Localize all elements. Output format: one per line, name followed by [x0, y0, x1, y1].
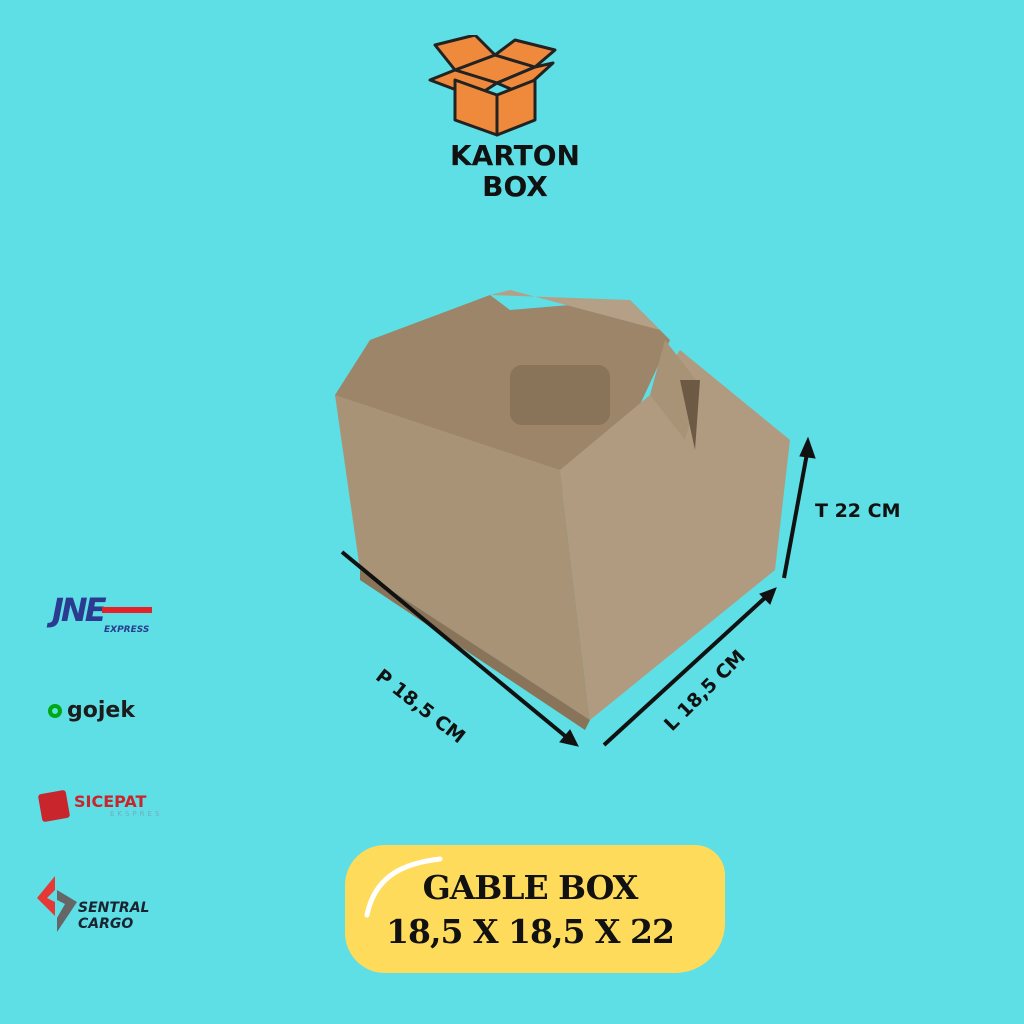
product-title: GABLE BOX — [422, 868, 639, 907]
gojek-name: gojek — [67, 698, 135, 723]
sicepat-name: SICEPAT — [74, 792, 147, 811]
gable-box-image — [335, 290, 790, 730]
sentral-cargo-logo: SENTRAL CARGO — [78, 900, 149, 932]
sentral-sub: CARGO — [78, 916, 134, 932]
height-label: T 22 CM — [815, 500, 901, 522]
product-size: 18,5 X 18,5 X 22 — [386, 912, 675, 951]
jne-name: JNE — [52, 591, 107, 629]
brand-name: KARTON BOX — [380, 140, 650, 202]
label-highlight — [364, 856, 443, 918]
jne-logo: JNE EXPRESS — [52, 591, 152, 635]
sentral-cargo-icon — [37, 876, 77, 932]
jne-sub: EXPRESS — [104, 625, 150, 635]
brand-line1: KARTON — [449, 139, 580, 172]
open-cardboard-box-icon — [428, 35, 557, 137]
sicepat-sub: EKSPRES — [110, 810, 163, 818]
sentral-name: SENTRAL — [78, 900, 150, 916]
sicepat-logo: SICEPAT EKSPRES — [37, 789, 163, 823]
gojek-logo: gojek — [48, 698, 135, 723]
product-label: GABLE BOX 18,5 X 18,5 X 22 — [310, 866, 750, 954]
gojek-icon — [48, 703, 62, 718]
brand-line2: BOX — [482, 170, 548, 203]
sicepat-icon — [37, 789, 71, 823]
